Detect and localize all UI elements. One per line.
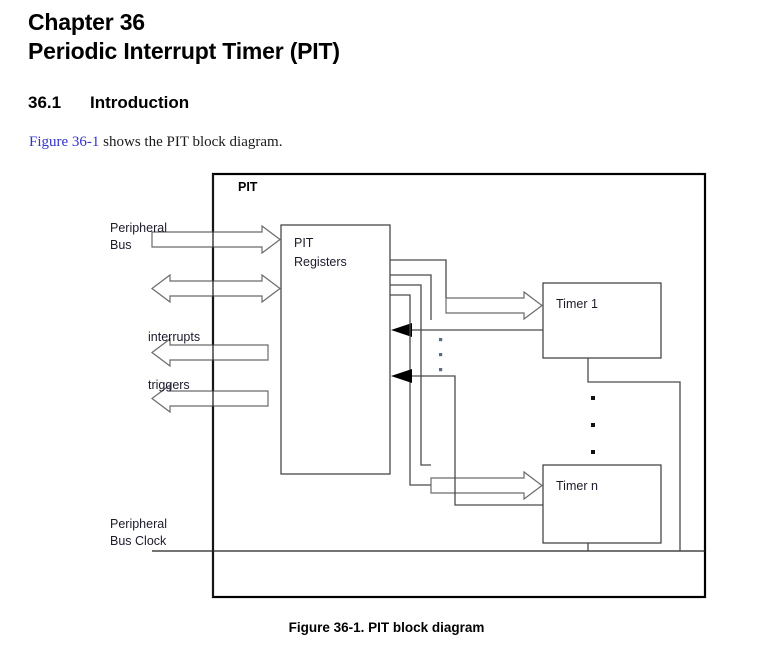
figure-caption: Figure 36-1. PIT block diagram (288, 620, 485, 635)
ellipsis-dot-2 (591, 423, 595, 427)
pit-registers-block (280, 224, 391, 475)
intro-paragraph: Figure 36-1 shows the PIT block diagram. (29, 134, 282, 151)
chapter-title: Periodic Interrupt Timer (PIT) (28, 38, 340, 64)
intro-text: shows the PIT block diagram. (99, 134, 283, 150)
registers-to-timer1-route-top (390, 259, 447, 298)
figure-cross-reference-link[interactable]: Figure 36-1 (29, 134, 100, 150)
ellipsis-dot-small-1 (439, 338, 443, 342)
registers-to-timer1-arrow (445, 290, 543, 321)
registers-to-timer-n-route-bottom (390, 294, 431, 486)
ellipsis-dot-small-2 (439, 353, 443, 357)
registers-to-timer1-route-bottom (390, 274, 432, 320)
ellipsis-dot-3 (591, 450, 595, 454)
peripheral-bus-in-arrow (151, 224, 281, 255)
interrupts-out-arrow (151, 337, 269, 368)
pit-registers-label-line1: PIT (294, 236, 314, 250)
section-number: 36.1 (28, 93, 62, 112)
timer1-output-rail (587, 358, 681, 551)
peripheral-bus-clock-label-line2: Bus Clock (110, 534, 167, 548)
interrupts-label: interrupts (148, 330, 200, 344)
chapter-heading: Chapter 36 Periodic Interrupt Timer (PIT… (28, 8, 728, 66)
pit-module-label: PIT (238, 180, 258, 194)
peripheral-bus-label-line1: Peripheral (110, 221, 167, 235)
timer1-to-registers-arrowhead (391, 323, 412, 337)
ellipsis-dot-1 (591, 396, 595, 400)
timer-n-to-registers-arrowhead (391, 369, 412, 383)
pit-module-boundary (211, 172, 707, 599)
timer-1-block (542, 282, 662, 359)
ellipsis-dot-small-3 (439, 368, 443, 372)
timer-n-block (542, 464, 662, 544)
triggers-out-arrow (151, 383, 269, 414)
timer-n-to-registers-wire (410, 375, 543, 506)
pit-registers-label-line2: Registers (294, 255, 347, 269)
registers-to-timer-n-arrow (430, 470, 543, 501)
triggers-label: triggers (148, 378, 190, 392)
pit-block-diagram: PIT PIT Registers Timer 1 Timer n Periph… (0, 165, 773, 610)
registers-to-timer-n-route-top (390, 284, 431, 466)
peripheral-bus-clock-label-line1: Peripheral (110, 517, 167, 531)
section-title: Introduction (90, 93, 190, 112)
timer-1-label: Timer 1 (556, 297, 598, 311)
peripheral-bus-bidir-arrow (151, 273, 281, 304)
timer-n-label: Timer n (556, 479, 598, 493)
peripheral-bus-label-line2: Bus (110, 238, 132, 252)
chapter-number: Chapter 36 (28, 9, 145, 35)
section-heading: 36.1 Introduction (28, 93, 189, 113)
